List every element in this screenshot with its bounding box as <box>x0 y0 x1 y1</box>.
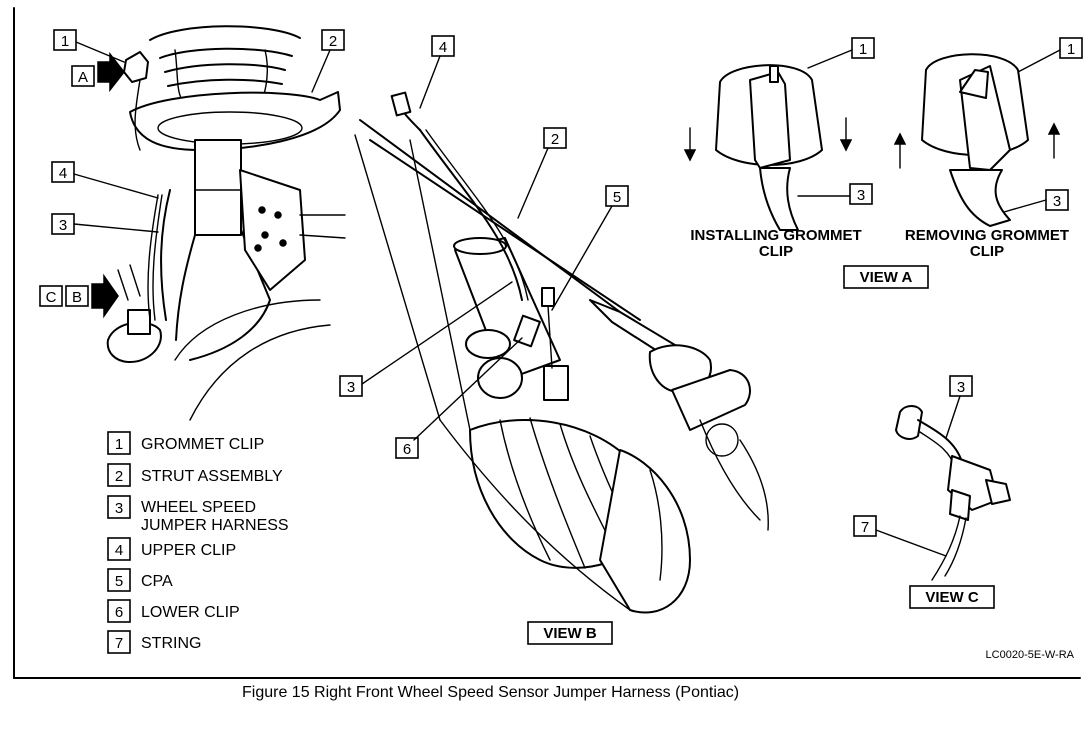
svg-text:3: 3 <box>1053 193 1061 210</box>
legend: 1 GROMMET CLIP 2 STRUT ASSEMBLY 3 WHEEL … <box>107 431 289 654</box>
svg-text:JUMPER HARNESS: JUMPER HARNESS <box>141 517 289 534</box>
svg-text:STRUT ASSEMBLY: STRUT ASSEMBLY <box>141 468 283 485</box>
view-c-callouts: 3 7 <box>853 375 973 557</box>
svg-text:3: 3 <box>115 500 123 517</box>
view-b-c-marker: C B <box>39 273 119 319</box>
svg-text:VIEW C: VIEW C <box>925 589 979 606</box>
view-a-callouts: 1 3 1 3 <box>797 37 1083 213</box>
svg-text:CLIP: CLIP <box>970 243 1004 260</box>
callout-4-view-b: 4 <box>419 35 455 109</box>
svg-text:3: 3 <box>347 379 355 396</box>
svg-text:1: 1 <box>859 41 867 58</box>
svg-text:1: 1 <box>115 436 123 453</box>
svg-text:B: B <box>72 289 82 306</box>
svg-text:REMOVING GROMMET: REMOVING GROMMET <box>905 227 1069 244</box>
view-b-illustration <box>354 91 769 614</box>
svg-text:VIEW A: VIEW A <box>860 269 913 286</box>
view-a-removing-illustration <box>893 53 1061 227</box>
svg-text:LOWER CLIP: LOWER CLIP <box>141 604 240 621</box>
svg-text:4: 4 <box>115 542 123 559</box>
svg-text:4: 4 <box>439 39 447 56</box>
svg-text:STRING: STRING <box>141 635 201 652</box>
view-c-label: VIEW C <box>909 585 995 609</box>
figure-code: LC0020-5E-W-RA <box>986 649 1075 661</box>
svg-text:A: A <box>78 69 88 86</box>
svg-text:INSTALLING GROMMET: INSTALLING GROMMET <box>690 227 861 244</box>
svg-text:UPPER CLIP: UPPER CLIP <box>141 542 236 559</box>
legend-item-2: 2 STRUT ASSEMBLY <box>107 463 283 487</box>
legend-item-7: 7 STRING <box>107 630 201 654</box>
callout-3-left: 3 <box>51 213 159 235</box>
svg-text:7: 7 <box>861 519 869 536</box>
view-a-captions: INSTALLING GROMMET CLIP REMOVING GROMMET… <box>690 227 1069 260</box>
view-a-marker: A <box>71 51 125 93</box>
legend-item-1: 1 GROMMET CLIP <box>107 431 264 455</box>
legend-item-6: 6 LOWER CLIP <box>107 599 240 623</box>
svg-text:4: 4 <box>59 165 67 182</box>
figure-frame <box>13 7 1081 679</box>
svg-text:GROMMET CLIP: GROMMET CLIP <box>141 436 264 453</box>
callout-2-left: 2 <box>311 29 345 93</box>
svg-text:3: 3 <box>857 187 865 204</box>
svg-text:1: 1 <box>61 33 69 50</box>
figure-caption: Figure 15 Right Front Wheel Speed Sensor… <box>242 684 739 701</box>
legend-item-4: 4 UPPER CLIP <box>107 537 236 561</box>
strut-assembly-illustration <box>106 25 346 421</box>
callout-4-left: 4 <box>51 161 159 199</box>
svg-text:VIEW B: VIEW B <box>543 625 597 642</box>
svg-text:WHEEL SPEED: WHEEL SPEED <box>141 499 256 516</box>
svg-text:5: 5 <box>115 573 123 590</box>
svg-text:3: 3 <box>957 379 965 396</box>
view-a-label: VIEW A <box>843 265 929 289</box>
svg-text:1: 1 <box>1067 41 1075 58</box>
callout-2-view-b: 2 <box>517 127 567 219</box>
legend-item-5: 5 CPA <box>107 568 173 592</box>
svg-text:2: 2 <box>329 33 337 50</box>
svg-text:2: 2 <box>551 131 559 148</box>
svg-text:3: 3 <box>59 217 67 234</box>
svg-text:7: 7 <box>115 635 123 652</box>
svg-text:5: 5 <box>613 189 621 206</box>
legend-item-3: 3 WHEEL SPEED JUMPER HARNESS <box>107 495 289 534</box>
callout-6-view-b: 6 <box>395 337 523 459</box>
svg-text:C: C <box>46 289 57 306</box>
svg-text:2: 2 <box>115 468 123 485</box>
view-a-installing-illustration <box>683 64 853 231</box>
callout-1-left: 1 <box>53 29 125 63</box>
svg-text:6: 6 <box>403 441 411 458</box>
callout-3-view-b: 3 <box>339 281 513 397</box>
svg-text:CLIP: CLIP <box>759 243 793 260</box>
callout-5-view-b: 5 <box>551 185 629 311</box>
view-b-label: VIEW B <box>527 621 613 645</box>
svg-text:6: 6 <box>115 604 123 621</box>
svg-text:CPA: CPA <box>141 573 173 590</box>
view-c-illustration <box>895 405 1011 581</box>
